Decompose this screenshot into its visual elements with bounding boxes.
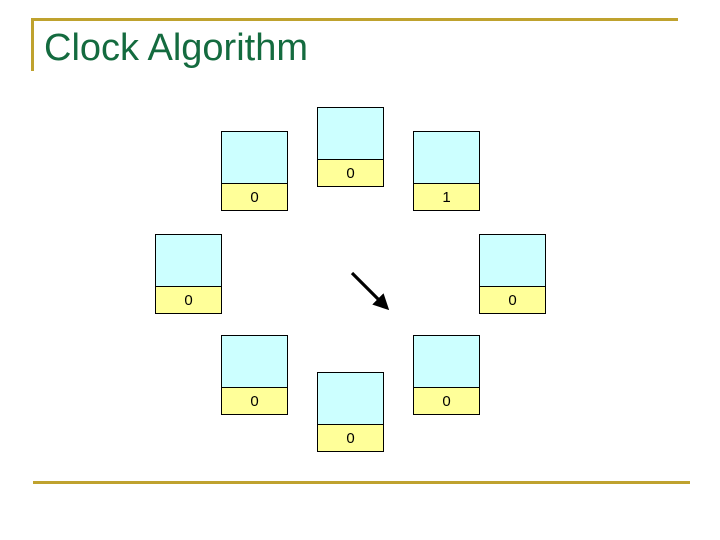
frame-page-area: [318, 108, 383, 159]
reference-bit: 0: [318, 424, 383, 451]
frame-page-area: [480, 235, 545, 286]
reference-bit: 0: [480, 286, 545, 313]
frame-box-left[interactable]: 0: [155, 234, 222, 314]
frame-page-area: [156, 235, 221, 286]
reference-bit: 0: [222, 183, 287, 210]
reference-bit: 0: [414, 387, 479, 414]
reference-bit: 0: [222, 387, 287, 414]
frame-box-upper-right[interactable]: 1: [413, 131, 480, 211]
frame-box-bottom-center[interactable]: 0: [317, 372, 384, 452]
frame-box-upper-left[interactable]: 0: [221, 131, 288, 211]
frame-box-top-center[interactable]: 0: [317, 107, 384, 187]
reference-bit: 0: [156, 286, 221, 313]
frame-page-area: [318, 373, 383, 424]
page-title: Clock Algorithm: [44, 27, 308, 69]
reference-bit: 1: [414, 183, 479, 210]
title-rule-top: [31, 18, 678, 21]
footer-rule: [33, 481, 690, 484]
frame-page-area: [414, 336, 479, 387]
frame-box-right[interactable]: 0: [479, 234, 546, 314]
frame-box-lower-right[interactable]: 0: [413, 335, 480, 415]
title-rule-left: [31, 18, 34, 71]
reference-bit: 0: [318, 159, 383, 186]
frame-box-lower-left[interactable]: 0: [221, 335, 288, 415]
frame-page-area: [414, 132, 479, 183]
frame-page-area: [222, 132, 287, 183]
clock-hand-arrow-icon: [350, 271, 390, 311]
frame-page-area: [222, 336, 287, 387]
